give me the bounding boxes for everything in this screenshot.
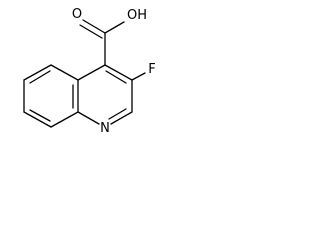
bond-c8-c8a [50, 111, 79, 128]
atom-label-fluorine: F [148, 62, 155, 77]
bond-c7-c8 [23, 111, 52, 128]
bond-c3-f [131, 72, 146, 81]
substituents [79, 19, 146, 81]
bond-c2-n1 [110, 111, 133, 125]
bond-c4a-c5 [50, 64, 79, 81]
double-bond-c5-c6 [29, 70, 51, 84]
atom-labels: O OH F N [72, 7, 156, 136]
double-bond-c4-c3 [105, 70, 127, 84]
pyridine-ring [77, 64, 133, 125]
chemical-structure: O OH F N [23, 7, 156, 136]
bond-c-oh [104, 21, 125, 34]
bond-c4a-c4 [77, 64, 106, 81]
bond-carbonyl-2 [79, 24, 103, 39]
bond-carbonyl-1 [82, 19, 106, 34]
atom-label-hydroxyl: OH [127, 8, 147, 23]
bond-n1-c8a [77, 111, 100, 125]
bond-c4-c3 [104, 64, 133, 81]
atom-label-carbonyl-oxygen: O [72, 7, 82, 22]
double-bond-c2-n1 [108, 108, 127, 120]
atom-label-nitrogen: N [100, 121, 110, 136]
double-bond-c7-c8 [29, 109, 51, 122]
bond-c5-c6 [23, 64, 52, 81]
benzene-ring [23, 64, 79, 128]
